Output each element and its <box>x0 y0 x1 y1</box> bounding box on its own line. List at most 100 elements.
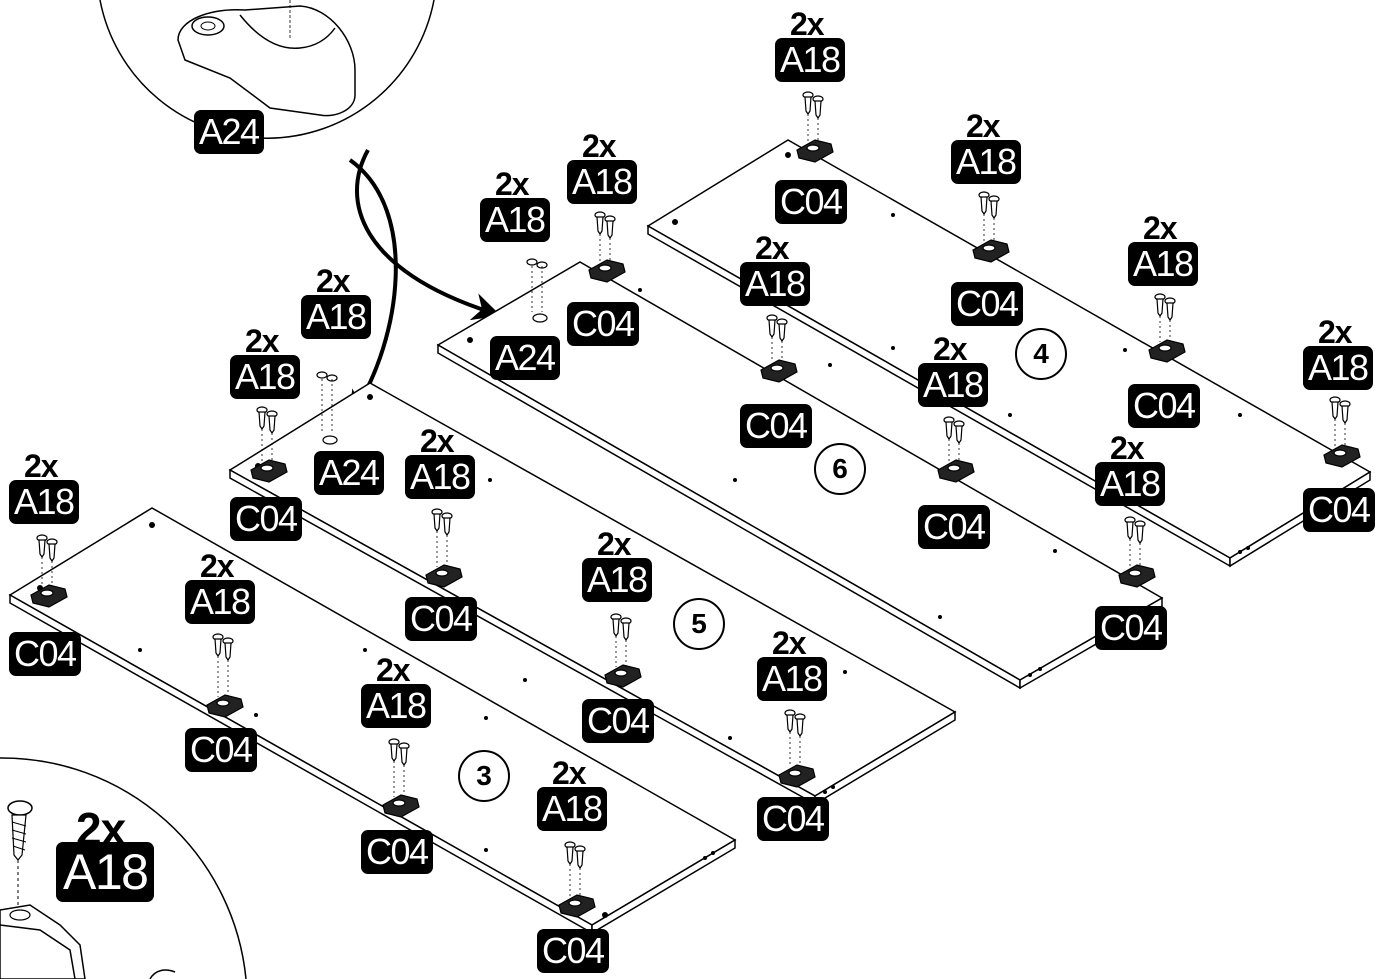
screw-icon <box>1134 520 1146 567</box>
cam-fitting-label: C04 <box>405 597 477 641</box>
cam-fitting-label: C04 <box>185 728 257 772</box>
cam-cap-icon <box>770 364 784 372</box>
screw-icon <box>36 534 48 587</box>
screw-quantity: 2x <box>200 548 235 584</box>
arrows <box>348 149 501 420</box>
screw-icon <box>620 617 632 667</box>
callout-circle-top <box>99 0 435 139</box>
screw-icon <box>802 91 814 142</box>
dowel-label: A24 <box>314 451 384 495</box>
cam-fitting-label: C04 <box>775 180 847 224</box>
cam-cap-icon <box>982 244 996 252</box>
screw-part-label: A18 <box>361 684 431 728</box>
screw-icon <box>266 410 278 462</box>
cam-cap-icon <box>260 464 274 472</box>
panel-number-6: 6 <box>814 443 866 495</box>
cam-fitting-label: C04 <box>537 929 609 973</box>
screw-icon <box>564 841 576 897</box>
screw-icon <box>431 508 443 567</box>
screw-quantity: 2x <box>1318 314 1353 350</box>
dowel-screw-icon <box>526 258 538 312</box>
screw-quantity: 2x <box>24 448 59 484</box>
cam-fitting-label: C04 <box>1095 606 1167 650</box>
cam-cap-icon <box>614 669 628 677</box>
cam-cap-icon <box>947 464 961 472</box>
screw-part-label: A18 <box>918 363 988 407</box>
cam-cap-icon <box>788 769 802 777</box>
screw-icon <box>594 211 606 262</box>
cam-fitting-label: C04 <box>951 282 1023 326</box>
screw-icon <box>222 637 234 697</box>
screw-quantity: 2x <box>1143 210 1178 246</box>
screw-icon <box>1339 400 1351 447</box>
callout-circle-bottom <box>0 757 247 979</box>
screw-part-label: A18 <box>1128 242 1198 286</box>
screw-quantity: 2x <box>597 526 632 562</box>
screw-quantity: 2x <box>790 6 825 42</box>
screw-part-label: A18 <box>1095 462 1165 506</box>
cam-cap-icon <box>435 569 449 577</box>
cam-cap-icon <box>216 699 230 707</box>
dowel-screw-icon <box>316 371 328 434</box>
cam-cap-icon <box>392 799 406 807</box>
screw-quantity: 2x <box>772 625 807 661</box>
screw-part-label: A18 <box>405 455 475 499</box>
cam-fitting-label: C04 <box>582 699 654 743</box>
dowel-label: A24 <box>490 336 560 380</box>
screw-quantity: 2x <box>245 323 280 359</box>
screw-part-label: A18 <box>1303 346 1373 390</box>
screw-part-label: A18 <box>567 160 637 204</box>
screw-icon <box>256 406 268 462</box>
screw-quantity: 2x <box>755 230 790 266</box>
screw-part-label: A18 <box>740 262 810 306</box>
screw-part-label: A18 <box>951 140 1021 184</box>
panel-number-3: 3 <box>458 750 510 802</box>
dowel-screw-icon <box>326 374 338 434</box>
screw-part-label: A18 <box>480 198 550 242</box>
screw-icon <box>398 742 410 797</box>
screw-icon <box>441 512 453 567</box>
cam-fitting-label: C04 <box>230 497 302 541</box>
screw-quantity: 2x <box>316 263 351 299</box>
screw-icon <box>978 191 990 242</box>
screw-icon <box>1164 297 1176 342</box>
screw-part-label: A18 <box>775 38 845 82</box>
screw-icon <box>766 314 778 362</box>
cam-fitting-label: C04 <box>9 632 81 676</box>
screw-part-label: A18 <box>301 295 371 339</box>
callout-dowel-label: A24 <box>194 110 264 154</box>
panel-6-shape <box>436 261 1164 690</box>
dowel-icon <box>322 435 338 445</box>
screw-icon <box>812 95 824 142</box>
cam-cap-icon <box>40 589 54 597</box>
screw-part-label: A18 <box>582 558 652 602</box>
cam-fitting-label: C04 <box>1128 384 1200 428</box>
screw-part-label: A18 <box>185 580 255 624</box>
screw-icon <box>574 845 586 897</box>
cam-cap-icon <box>598 264 612 272</box>
cam-cap-icon <box>1333 449 1347 457</box>
screw-quantity: 2x <box>966 108 1001 144</box>
screw-quantity: 2x <box>933 331 968 367</box>
screw-icon <box>943 416 955 462</box>
cam-fitting-label: C04 <box>740 404 812 448</box>
cam-fitting-label: C04 <box>361 830 433 874</box>
screw-quantity: 2x <box>582 128 617 164</box>
screw-icon <box>988 195 1000 242</box>
dowel-icon <box>532 313 548 323</box>
cam-cap-icon <box>806 144 820 152</box>
screw-part-label: A18 <box>537 787 607 831</box>
screw-part-label: A18 <box>757 657 827 701</box>
screw-part-label: A18 <box>230 355 300 399</box>
callout-screw-label: A18 <box>56 842 155 902</box>
cam-fitting-label: C04 <box>757 797 829 841</box>
screw-icon <box>212 633 224 697</box>
cam-fitting-label: C04 <box>918 505 990 549</box>
screw-quantity: 2x <box>420 423 455 459</box>
cam-cap-icon <box>1128 569 1142 577</box>
screw-icon <box>784 709 796 767</box>
screw-quantity: 2x <box>1110 430 1145 466</box>
cam-fitting-label: C04 <box>567 302 639 346</box>
screw-icon <box>794 713 806 767</box>
